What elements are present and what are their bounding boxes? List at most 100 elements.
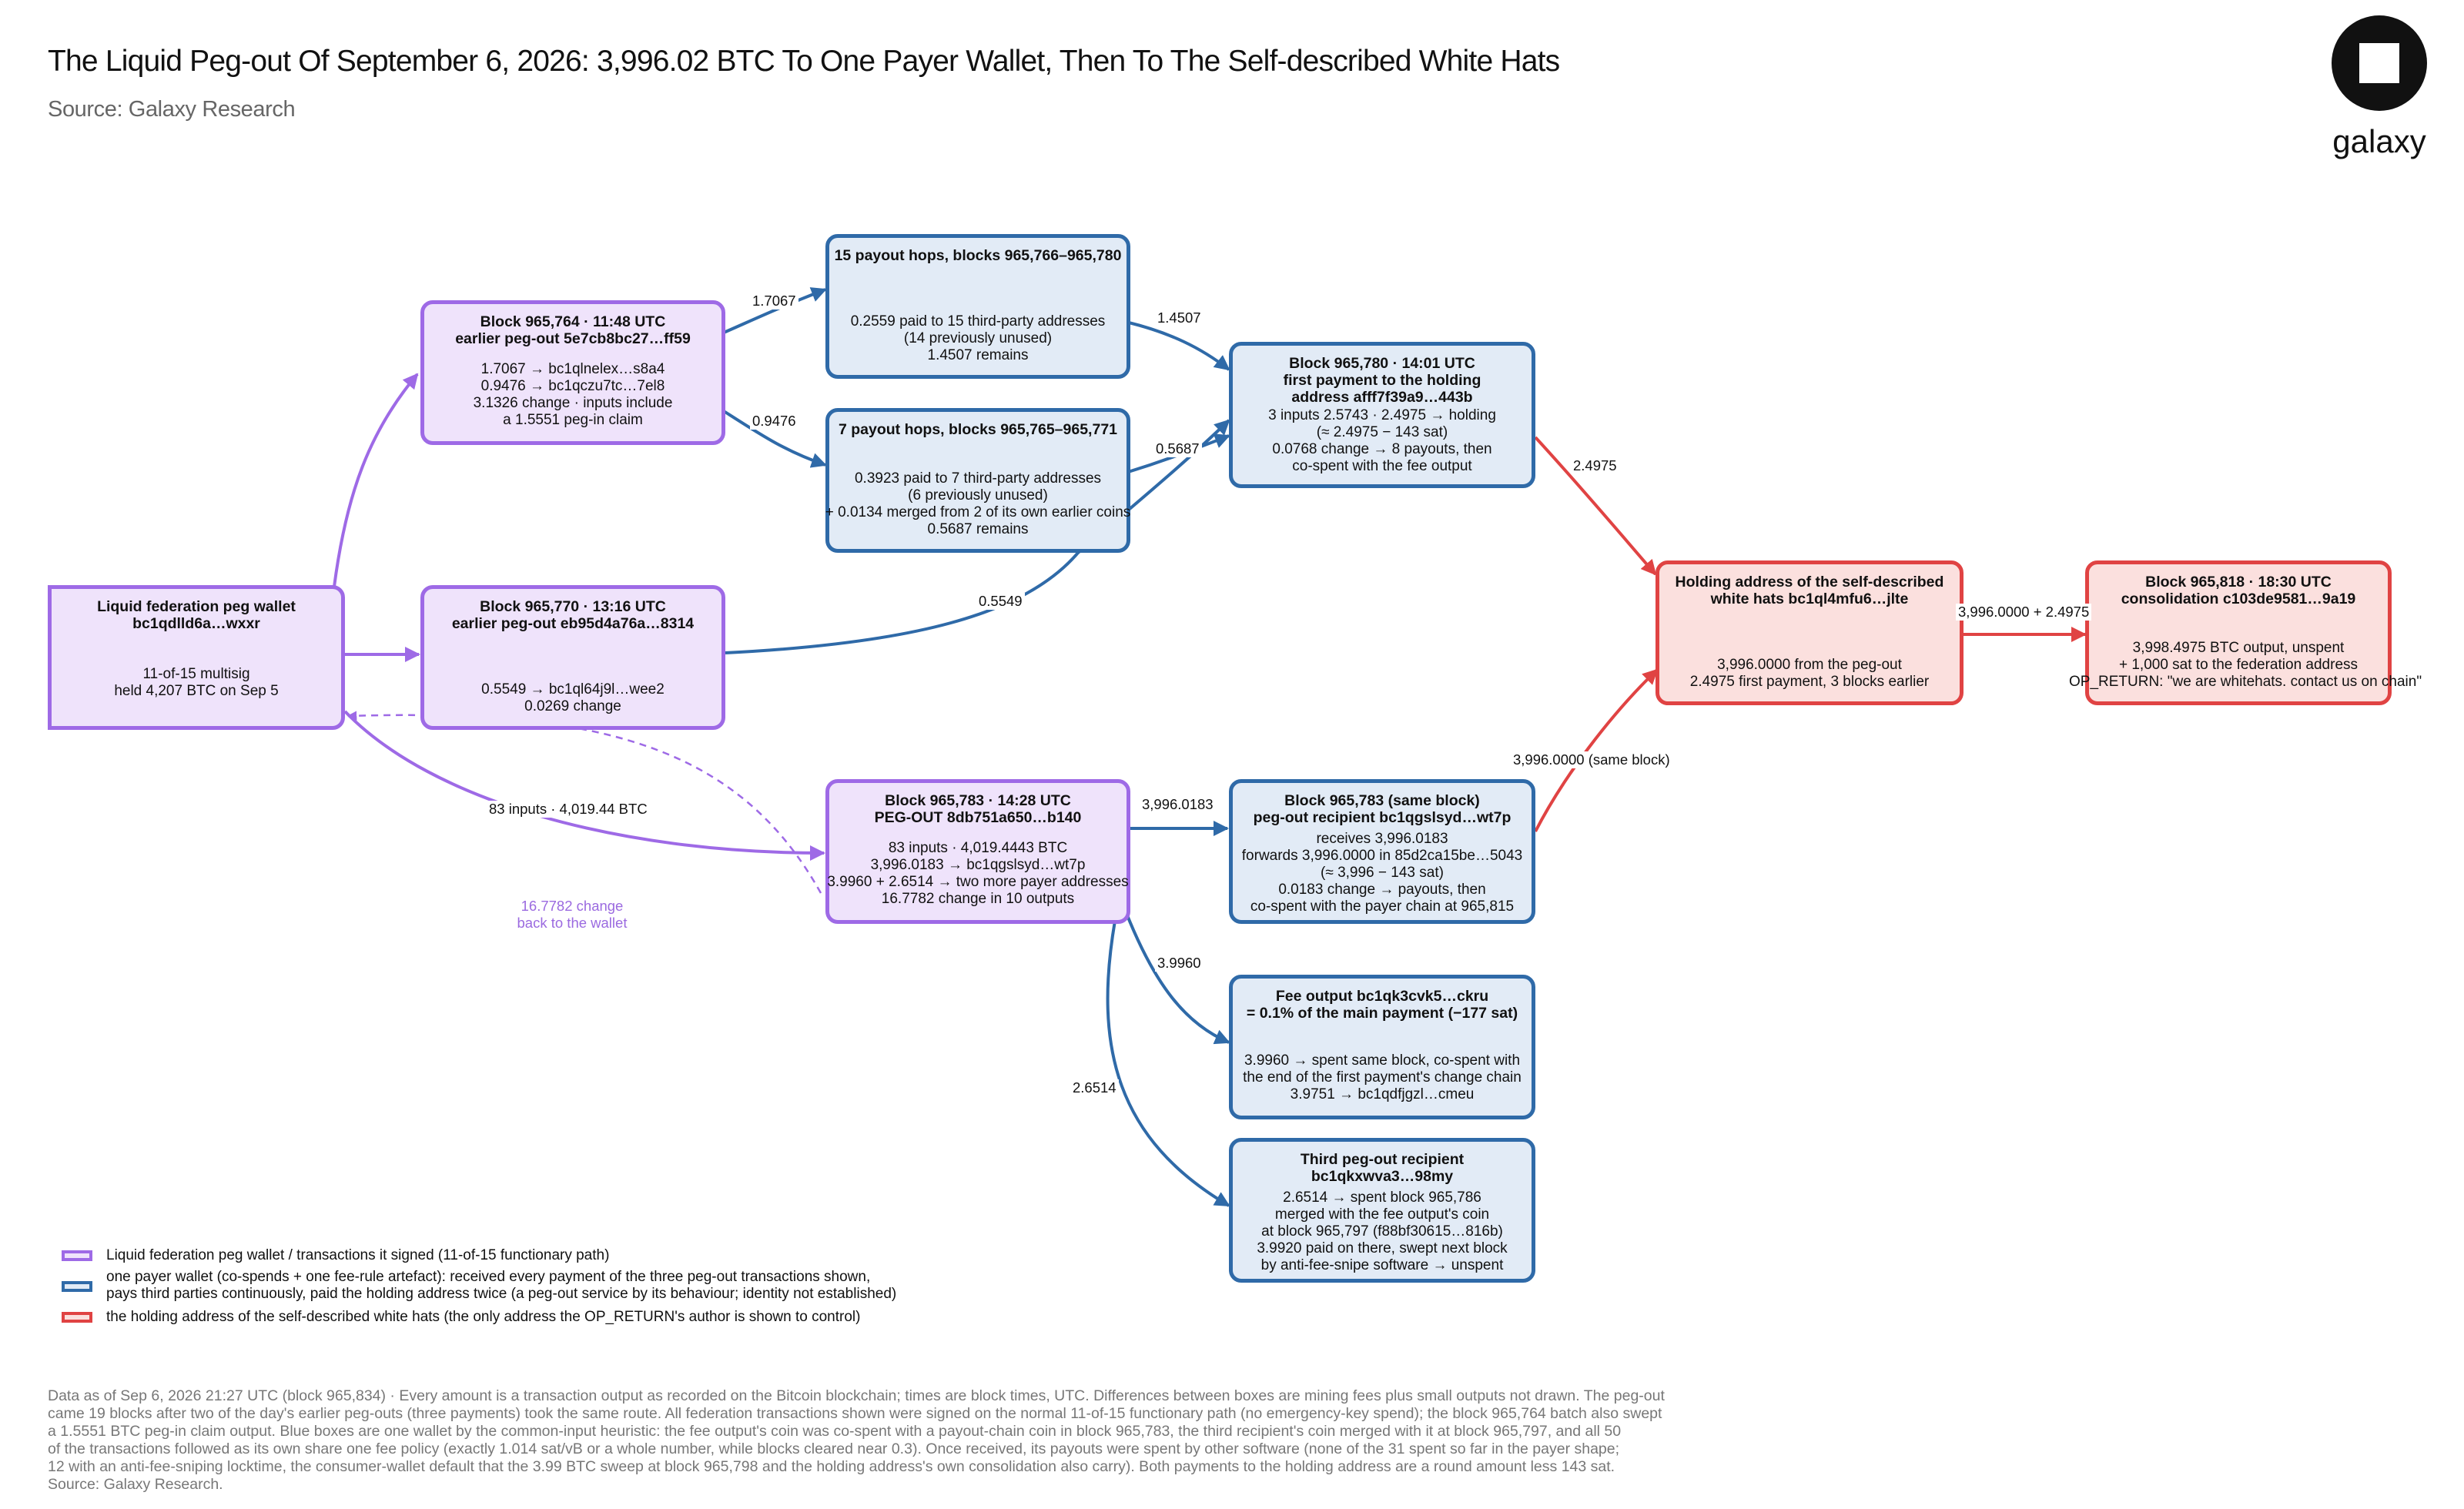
edge-label: 3,996.0183 bbox=[1140, 796, 1216, 813]
edge-label: 83 inputs · 4,019.44 BTC bbox=[487, 801, 650, 818]
node-15-payout-hops[interactable]: 15 payout hops, blocks 965,766–965,780 0… bbox=[825, 234, 1130, 379]
node-title: = 0.1% of the main payment (−177 sat) bbox=[1246, 1005, 1518, 1022]
node-text: at block 965,797 (f88bf30615…816b) bbox=[1261, 1223, 1503, 1240]
edge-label: 3,996.0000 + 2.4975 bbox=[1956, 604, 2092, 621]
node-text: 3.9920 paid on there, swept next block bbox=[1257, 1240, 1508, 1256]
footnote-line: Source: Galaxy Research. bbox=[48, 1476, 223, 1493]
node-text: 2.4975 first payment, 3 blocks earlier bbox=[1689, 674, 1930, 690]
node-title: Holding address of the self-described bbox=[1675, 574, 1944, 591]
node-text: 0.0183 change → payouts, then bbox=[1278, 882, 1486, 898]
node-text: + 1,000 sat to the federation address bbox=[2118, 657, 2359, 673]
node-text: 3 inputs 2.5743 · 2.4975 → holding bbox=[1268, 407, 1496, 423]
edge-recipient-to-holding bbox=[1534, 668, 1659, 832]
node-text: 3,996.0000 from the peg-out bbox=[1717, 657, 1902, 673]
node-text: 3.9751 → bc1qdfjgzl…cmeu bbox=[1290, 1086, 1475, 1102]
node-text: 1.7067 → bc1qlnelex…s8a4 bbox=[480, 361, 665, 377]
node-text: 0.0269 change bbox=[524, 698, 621, 714]
edge-label: 3.9960 bbox=[1155, 955, 1204, 972]
footnote-line: a 1.5551 BTC peg-in claim output. Blue b… bbox=[48, 1423, 1622, 1440]
node-text: 3,996.0183 → bc1qgslsyd…wt7p bbox=[870, 857, 1086, 873]
node-title: Block 965,770 · 13:16 UTC bbox=[480, 598, 666, 615]
node-title: Block 965,780 · 14:01 UTC bbox=[1289, 355, 1475, 372]
node-7-payout-hops[interactable]: 7 payout hops, blocks 965,765–965,771 0.… bbox=[825, 408, 1130, 553]
node-title: earlier peg-out eb95d4a76a…8314 bbox=[451, 615, 695, 632]
legend-swatch bbox=[62, 1312, 92, 1323]
edge-label: 2.6514 bbox=[1070, 1079, 1119, 1096]
chart-title: The Liquid Peg-out Of September 6, 2026:… bbox=[48, 45, 1560, 78]
edge-label: 2.4975 bbox=[1571, 457, 1619, 474]
node-title: first payment to the holding bbox=[1283, 372, 1481, 389]
node-text: 0.9476 → bc1qczu7tc…7el8 bbox=[480, 378, 665, 394]
node-title: earlier peg-out 5e7cb8bc27…ff59 bbox=[455, 330, 691, 347]
edge-wallet-to-764 bbox=[333, 373, 419, 587]
node-text: OP_RETURN: "we are whitehats. contact us… bbox=[2069, 674, 2422, 690]
node-title: Block 965,783 · 14:28 UTC bbox=[885, 792, 1071, 809]
edge-label: 0.9476 bbox=[750, 413, 798, 430]
node-text: forwards 3,996.0000 in 85d2ca15be…5043 bbox=[1241, 848, 1523, 864]
change-note: 16.7782 change back to the wallet bbox=[508, 898, 636, 932]
source-line: Source: Galaxy Research bbox=[48, 97, 296, 122]
node-text: (≈ 2.4975 − 143 sat) bbox=[1316, 424, 1448, 440]
node-text: merged with the fee output's coin bbox=[1274, 1206, 1490, 1223]
node-text: 3.9960 + 2.6514 → two more payer address… bbox=[827, 874, 1129, 890]
edge-783-to-third bbox=[1106, 920, 1230, 1207]
edge-label: 0.5549 bbox=[976, 593, 1025, 610]
footnote-line: of the transactions followed as its own … bbox=[48, 1440, 1620, 1457]
edge-780-to-holding bbox=[1534, 436, 1657, 576]
node-fee-output[interactable]: Fee output bc1qk3cvk5…ckru= 0.1% of the … bbox=[1229, 975, 1535, 1119]
legend-label-block: one payer wallet (co-spends + one fee-ru… bbox=[106, 1269, 896, 1303]
change-note-line: 16.7782 change bbox=[521, 898, 624, 914]
edge-label: 1.7067 bbox=[750, 293, 798, 309]
node-title: bc1qkxwva3…98my bbox=[1311, 1168, 1454, 1185]
galaxy-logo-icon bbox=[2332, 15, 2427, 111]
edge-764-to-hops15 bbox=[723, 287, 827, 334]
node-title: Fee output bc1qk3cvk5…ckru bbox=[1275, 988, 1489, 1005]
node-title: peg-out recipient bc1qgslsyd…wt7p bbox=[1253, 809, 1512, 826]
edge-wallet-to-783 bbox=[343, 710, 825, 861]
node-text: + 0.0134 merged from 2 of its own earlie… bbox=[825, 504, 1131, 520]
edge-label: 1.4507 bbox=[1155, 309, 1204, 326]
node-text: co-spent with the payer chain at 965,815 bbox=[1250, 898, 1515, 915]
node-title: white hats bc1ql4mfu6…jlte bbox=[1710, 591, 1909, 607]
node-text: receives 3,996.0183 bbox=[1316, 831, 1448, 847]
node-text: (14 previously unused) bbox=[903, 330, 1053, 346]
node-text: 3.9960 → spent same block, co-spent with bbox=[1244, 1052, 1521, 1069]
edge-label: 0.5687 bbox=[1153, 440, 1202, 457]
node-text: (≈ 3,996 − 143 sat) bbox=[1321, 865, 1444, 881]
node-text: 0.3923 paid to 7 third-party addresses bbox=[854, 470, 1102, 487]
node-text: by anti-fee-snipe software → unspent bbox=[1260, 1257, 1504, 1273]
legend-label: pays third parties continuously, paid th… bbox=[106, 1286, 897, 1302]
footnote-line: 12 with an anti-fee-sniping locktime, th… bbox=[48, 1458, 1615, 1475]
node-text: held 4,207 BTC on Sep 5 bbox=[114, 683, 279, 699]
node-text: 11-of-15 multisig bbox=[142, 666, 250, 682]
edge-label: 3,996.0000 (same block) bbox=[1511, 751, 1672, 768]
node-title: 15 payout hops, blocks 965,766–965,780 bbox=[834, 247, 1122, 264]
node-pegout-recipient[interactable]: Block 965,783 (same block)peg-out recipi… bbox=[1229, 779, 1535, 924]
legend-label: one payer wallet (co-spends + one fee-ru… bbox=[106, 1269, 871, 1285]
node-text: 0.0768 change → 8 payouts, then bbox=[1272, 441, 1492, 457]
footnote: Data as of Sep 6, 2026 21:27 UTC (block … bbox=[48, 1387, 1850, 1494]
node-title: consolidation c103de9581…9a19 bbox=[2121, 591, 2356, 607]
node-text: 0.5549 → bc1ql64j9l…wee2 bbox=[481, 681, 665, 698]
edge-770-to-780 bbox=[725, 419, 1230, 654]
node-title: Block 965,818 · 18:30 UTC bbox=[2145, 574, 2332, 591]
node-text: 83 inputs · 4,019.4443 BTC bbox=[888, 840, 1068, 856]
legend-label: the holding address of the self-describe… bbox=[106, 1309, 861, 1325]
node-text: 2.6514 → spent block 965,786 bbox=[1283, 1189, 1481, 1206]
node-text: a 1.5551 peg-in claim bbox=[503, 412, 643, 428]
edge-764-to-hops7 bbox=[722, 410, 827, 468]
node-title: 7 payout hops, blocks 965,765–965,771 bbox=[838, 421, 1118, 438]
legend-label: Liquid federation peg wallet / transacti… bbox=[106, 1247, 610, 1263]
node-text: 3,998.4975 BTC output, unspent bbox=[2132, 640, 2345, 656]
legend-swatch bbox=[62, 1281, 92, 1292]
edge-hops15-to-780 bbox=[1125, 320, 1230, 371]
